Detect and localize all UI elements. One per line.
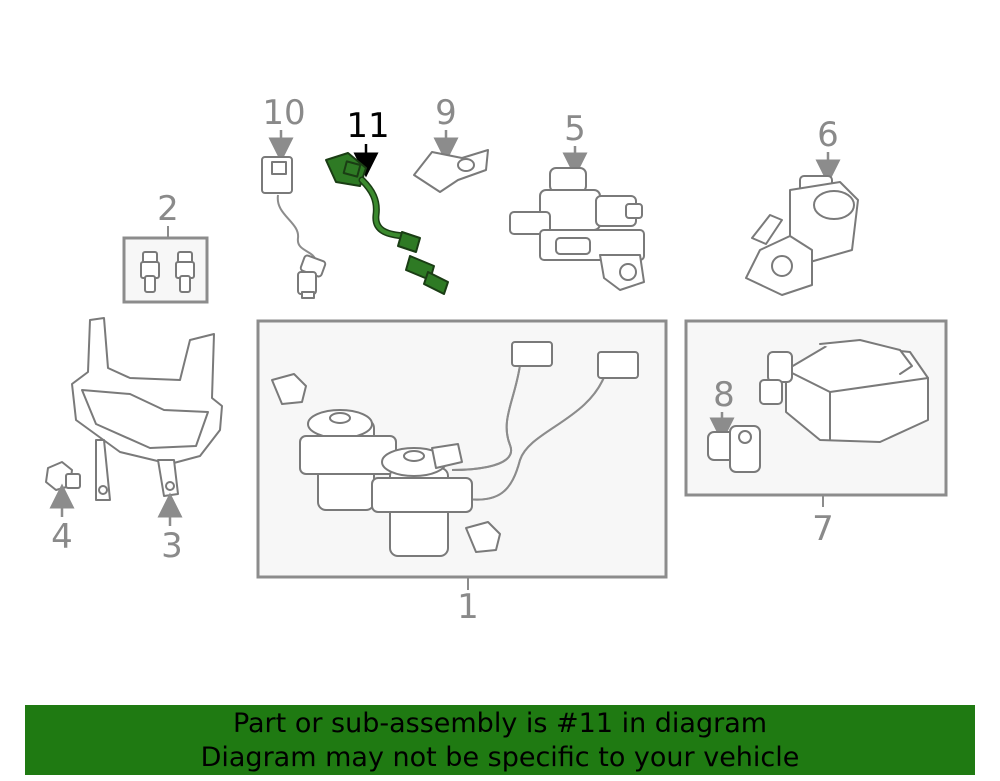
banner-line-1: Part or sub-assembly is #11 in diagram <box>232 708 768 739</box>
part-9-cover[interactable]: 9 <box>413 93 489 193</box>
callout-1: 1 <box>457 587 479 627</box>
info-banner: Part or sub-assembly is #11 in diagram D… <box>25 705 975 775</box>
callout-4: 4 <box>51 517 73 557</box>
callout-5: 5 <box>564 109 586 149</box>
banner-line-2: Diagram may not be specific to your vehi… <box>200 742 800 773</box>
callout-2: 2 <box>157 189 179 229</box>
parts-diagram: 10 11 9 5 <box>45 93 948 627</box>
part-11-oxygen-sensor[interactable]: 11 <box>325 106 449 295</box>
part-2-bolts[interactable]: 2 <box>122 189 209 304</box>
part-1-air-pump-assembly[interactable]: 1 <box>256 319 668 627</box>
part-5-valve[interactable]: 5 <box>509 109 645 291</box>
part-10-oxygen-sensor[interactable]: 10 <box>261 93 327 299</box>
part-3-bracket[interactable]: 3 <box>71 317 223 566</box>
callout-9: 9 <box>435 93 457 133</box>
part-4-bolt[interactable]: 4 <box>45 461 81 557</box>
callout-11: 11 <box>346 106 389 146</box>
callout-8: 8 <box>713 375 735 415</box>
part-8-vsv[interactable]: 8 <box>707 375 761 473</box>
callout-6: 6 <box>817 115 839 155</box>
part-7-canister-assembly[interactable]: 7 <box>684 319 948 549</box>
callout-7: 7 <box>812 509 834 549</box>
callout-10: 10 <box>262 93 305 133</box>
callout-3: 3 <box>161 526 183 566</box>
part-6-egr-valve[interactable]: 6 <box>745 115 859 296</box>
